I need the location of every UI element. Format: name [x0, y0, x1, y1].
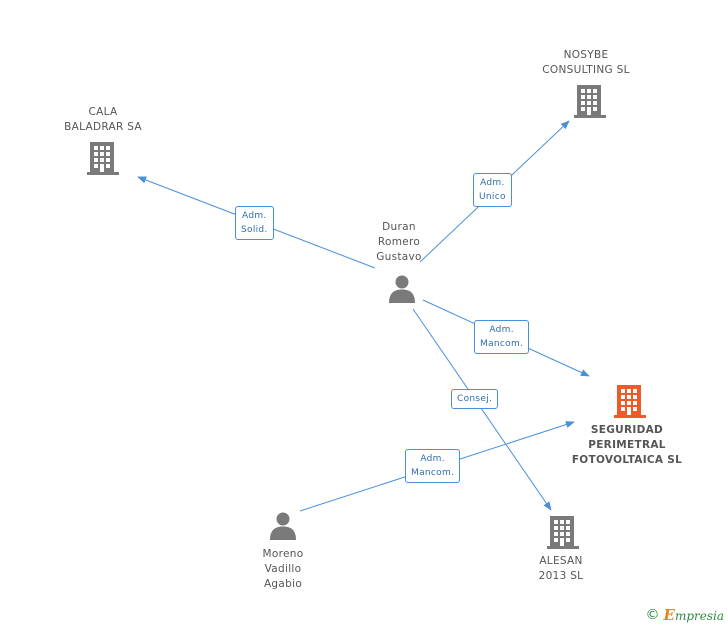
node-label-line: Duran: [382, 221, 416, 233]
node-label-line: Gustavo: [376, 251, 422, 263]
person-icon[interactable]: [268, 511, 298, 541]
edge-label-line: Solid.: [241, 225, 268, 235]
node-label-duran-romero-gustavo[interactable]: Duran Romero Gustavo: [359, 220, 439, 265]
node-label-seguridad-perimetral[interactable]: SEGURIDAD PERIMETRAL FOTOVOLTAICA SL: [566, 423, 688, 468]
building-icon[interactable]: [613, 383, 647, 419]
node-label-line: BALADRAR SA: [64, 121, 142, 133]
copyright-symbol: ©: [645, 607, 660, 623]
node-label-line: Romero: [377, 236, 421, 248]
edge-label-line: Adm.: [489, 325, 514, 335]
node-label-line: Vadillo: [264, 563, 302, 575]
edge-label-line: Mancom.: [411, 468, 455, 478]
edge-label-adm-mancom-duran: Adm. Mancom.: [474, 320, 530, 354]
node-label-line: CONSULTING SL: [542, 64, 630, 76]
brand-name[interactable]: Empresia: [664, 606, 725, 624]
building-icon[interactable]: [86, 140, 120, 176]
building-icon[interactable]: [573, 83, 607, 119]
edge-label-line: Adm.: [420, 454, 445, 464]
edge-label-consej: Consej.: [451, 389, 499, 409]
edge-label-adm-unico: Adm. Unico: [473, 173, 512, 207]
node-label-nosybe-consulting[interactable]: NOSYBE CONSULTING SL: [531, 48, 641, 78]
edge-label-line: Adm.: [480, 178, 505, 188]
node-label-line: CALA: [88, 106, 118, 118]
person-icon[interactable]: [387, 274, 417, 304]
edge-label-adm-mancom-moreno: Adm. Mancom.: [405, 449, 461, 483]
footer-brand: © Empresia: [646, 606, 725, 624]
node-label-line: SEGURIDAD: [590, 424, 664, 436]
edge-label-line: Consej.: [457, 394, 493, 404]
node-label-line: 2013 SL: [538, 570, 584, 582]
edge-label-adm-solid: Adm. Solid.: [235, 206, 274, 240]
edge-label-line: Mancom.: [480, 339, 524, 349]
node-label-line: FOTOVOLTAICA SL: [571, 454, 683, 466]
brand-rest: mpresia: [674, 609, 724, 623]
edge-duran-to-alesan: [412, 308, 552, 511]
node-label-line: Agabio: [263, 578, 303, 590]
node-label-line: ALESAN: [539, 555, 583, 567]
edge-label-line: Unico: [479, 192, 506, 202]
edge-label-line: Adm.: [242, 211, 267, 221]
building-icon[interactable]: [546, 514, 580, 550]
node-label-line: Moreno: [262, 548, 304, 560]
node-label-moreno-vadillo-agabio[interactable]: Moreno Vadillo Agabio: [243, 547, 323, 592]
node-label-cala-baladrar[interactable]: CALA BALADRAR SA: [48, 105, 158, 135]
node-label-alesan-2013[interactable]: ALESAN 2013 SL: [521, 554, 601, 584]
node-label-line: PERIMETRAL: [588, 439, 666, 451]
brand-initial: E: [663, 606, 675, 624]
node-label-line: NOSYBE: [563, 49, 609, 61]
